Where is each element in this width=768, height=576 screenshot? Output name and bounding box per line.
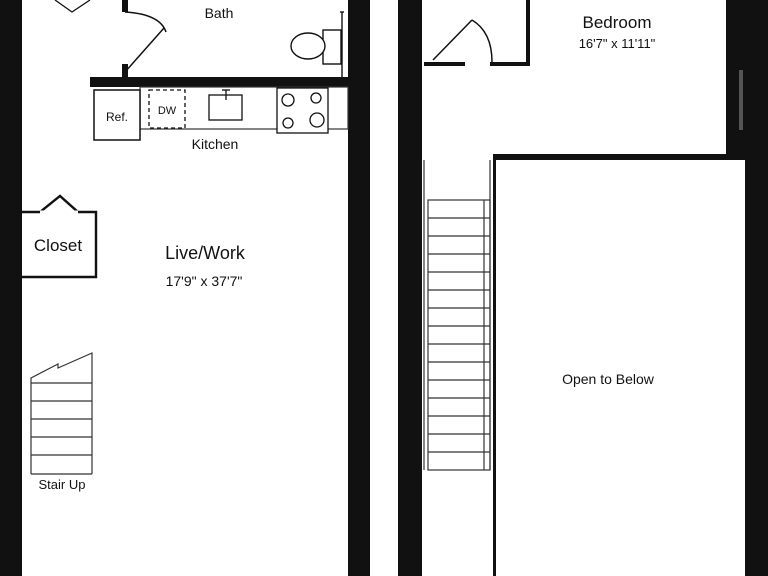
- closet-label: Closet: [34, 236, 82, 255]
- closet: Closet: [22, 194, 98, 279]
- refrigerator-label: Ref.: [106, 110, 128, 124]
- bedroom-closet: [424, 0, 530, 66]
- bedroom-east-partition: [726, 0, 736, 158]
- upper-east-window: [739, 70, 743, 130]
- dishwasher: [148, 89, 186, 129]
- bedroom-dimensions: 16'7" x 11'11": [579, 36, 656, 51]
- dishwasher-label: DW: [158, 105, 177, 117]
- tub-fragment: [54, 0, 91, 13]
- bedroom-label: Bedroom: [583, 13, 652, 32]
- upper-west-wall: [398, 0, 422, 576]
- upper-level-plan: Bedroom 16'7" x 11'11" Open to Below: [398, 0, 768, 576]
- lower-level-plan: Ref. DW Kitchen Bath Closet Live/Work: [0, 0, 370, 576]
- live-work-label: Live/Work: [165, 243, 246, 263]
- cooktop-icon: [276, 87, 329, 134]
- bedroom-door: [432, 19, 493, 63]
- bath-door: [124, 11, 167, 73]
- bath-partition: [122, 0, 128, 12]
- refrigerator: [93, 89, 141, 141]
- upper-stair: [423, 160, 491, 471]
- open-to-below-label: Open to Below: [562, 371, 655, 387]
- kitchen-label: Kitchen: [192, 136, 239, 152]
- bath-kitchen-wall: [90, 77, 350, 87]
- lower-east-wall: [348, 0, 370, 576]
- upper-east-wall: [745, 0, 768, 576]
- sink-icon: [208, 89, 243, 121]
- open-area-top-wall: [493, 154, 746, 160]
- toilet-icon: [290, 11, 344, 77]
- bath-label: Bath: [205, 5, 234, 21]
- stair-up-label: Stair Up: [39, 477, 86, 492]
- lower-west-wall: [0, 0, 22, 576]
- open-area-railing: [493, 154, 496, 576]
- live-work-dimensions: 17'9" x 37'7": [166, 273, 243, 289]
- stair-up: [30, 352, 93, 475]
